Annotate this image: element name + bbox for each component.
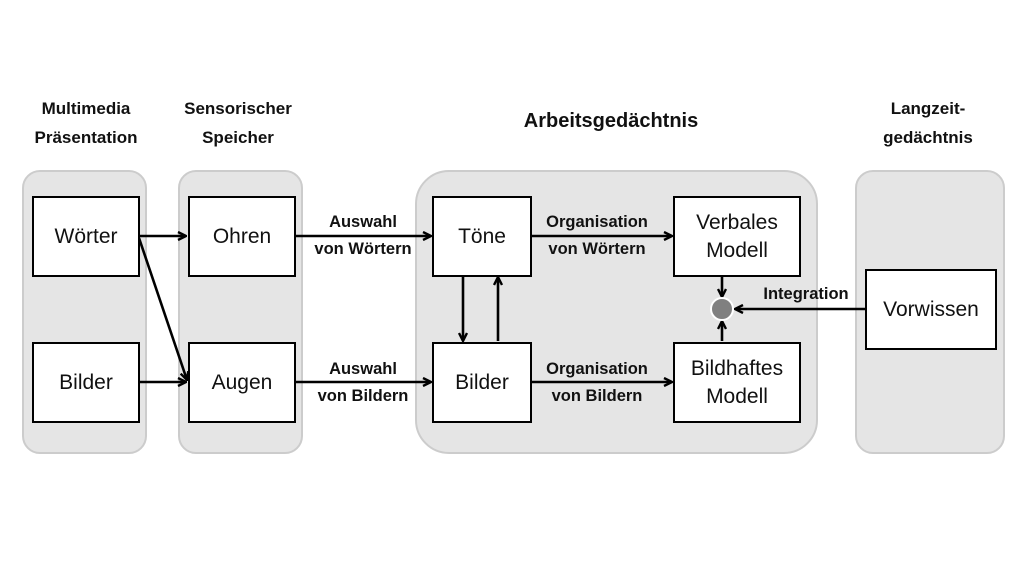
- arrow-words-to-eyes: [137, 237, 187, 380]
- box-images-text: Bilder: [455, 370, 509, 394]
- box-verbal-model-line2: Modell: [706, 238, 768, 262]
- header-working-memory: Arbeitsgedächtnis: [523, 110, 699, 132]
- label-select-images-line2: von Bildern: [317, 387, 409, 405]
- box-pictures: Bilder: [32, 342, 140, 423]
- header-longterm-line1: Langzeit-: [890, 99, 966, 118]
- box-prior-knowledge-text: Vorwissen: [883, 297, 979, 321]
- label-select-words: Auswahl von Wörtern: [298, 209, 428, 263]
- header-sensory-line2: Speicher: [202, 128, 274, 147]
- box-prior-knowledge: Vorwissen: [865, 269, 997, 350]
- box-pictures-text: Bilder: [59, 370, 113, 394]
- box-sounds-text: Töne: [458, 224, 506, 248]
- integration-node: [710, 297, 734, 321]
- label-organize-words: Organisation von Wörtern: [532, 209, 662, 263]
- label-organize-words-line2: von Wörtern: [548, 240, 646, 258]
- header-sensory-line1: Sensorischer: [184, 99, 292, 118]
- box-pictorial-model-line1: Bildhaftes: [690, 356, 784, 380]
- box-ears: Ohren: [188, 196, 296, 277]
- box-pictorial-model: Bildhaftes Modell: [673, 342, 801, 423]
- box-images: Bilder: [432, 342, 532, 423]
- box-sounds: Töne: [432, 196, 532, 277]
- box-eyes-text: Augen: [211, 370, 273, 394]
- header-multimedia-line2: Präsentation: [34, 128, 138, 147]
- label-organize-images-line1: Organisation: [546, 360, 648, 378]
- label-organize-images: Organisation von Bildern: [532, 356, 662, 410]
- box-words: Wörter: [32, 196, 140, 277]
- box-eyes: Augen: [188, 342, 296, 423]
- box-verbal-model: Verbales Modell: [673, 196, 801, 277]
- header-long-term-memory: Langzeit- gedächtnis: [850, 94, 1006, 152]
- label-select-images-line1: Auswahl: [329, 360, 397, 378]
- box-pictorial-model-line2: Modell: [706, 384, 768, 408]
- box-ears-text: Ohren: [212, 224, 272, 248]
- label-integration: Integration: [763, 285, 849, 303]
- label-organize-words-line1: Organisation: [546, 213, 648, 231]
- label-select-images: Auswahl von Bildern: [298, 356, 428, 410]
- box-words-text: Wörter: [54, 224, 118, 248]
- header-multimedia-line1: Multimedia: [41, 99, 131, 118]
- label-organize-images-line2: von Bildern: [551, 387, 643, 405]
- header-longterm-line2: gedächtnis: [883, 128, 973, 147]
- label-select-words-line2: von Wörtern: [314, 240, 412, 258]
- label-select-words-line1: Auswahl: [329, 213, 397, 231]
- header-sensory-memory: Sensorischer Speicher: [168, 94, 308, 152]
- header-multimedia-presentation: Multimedia Präsentation: [16, 94, 156, 152]
- box-verbal-model-line1: Verbales: [696, 210, 778, 234]
